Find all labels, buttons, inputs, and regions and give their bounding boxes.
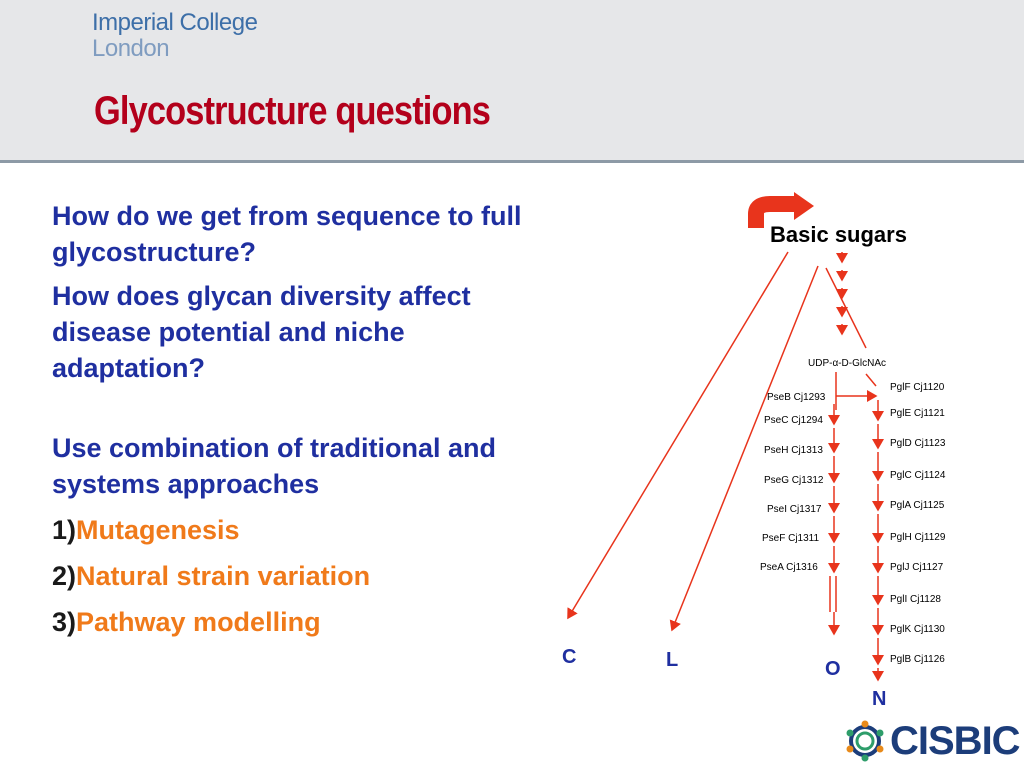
question-2: How does glycan diversity affect disease… <box>52 281 471 383</box>
pgl-gene-10: PglB Cj1126 <box>890 654 945 665</box>
cisbic-logo-text: CISBIC <box>890 718 1021 763</box>
pgl-gene-2: PglE Cj1121 <box>890 408 945 419</box>
slide-header: Imperial College London Glycostructure q… <box>0 0 1024 163</box>
curved-arrow-icon <box>748 192 814 228</box>
basic-sugars-label: Basic sugars <box>770 222 907 247</box>
logo-line-1: Imperial College <box>92 9 258 36</box>
logo-line-2: London <box>92 35 170 62</box>
pse-gene-6: PseF Cj1311 <box>762 533 820 544</box>
arrow-udp-pglf <box>865 373 877 387</box>
pgl-gene-1: PglF Cj1120 <box>890 382 945 393</box>
udp-label: UDP-α-D-GlcNAc <box>808 358 886 369</box>
pse-gene-2: PseC Cj1294 <box>764 415 823 426</box>
pse-pathway-arrows <box>828 404 840 636</box>
item-text: Pathway modelling <box>76 607 321 637</box>
item-number: 1) <box>52 515 77 545</box>
slide-title: Glycostructure questions <box>94 89 491 133</box>
pse-gene-5: PseI Cj1317 <box>767 504 822 515</box>
pgl-gene-4: PglC Cj1124 <box>890 470 946 481</box>
pgl-gene-8: PglI Cj1128 <box>890 594 941 605</box>
pse-gene-3: PseH Cj1313 <box>764 445 823 456</box>
pgl-gene-6: PglH Cj1129 <box>890 532 946 543</box>
arrow-to-c <box>567 251 789 620</box>
pse-gene-4: PseG Cj1312 <box>764 475 824 486</box>
imperial-college-logo: Imperial College London <box>92 9 258 62</box>
pse-gene-1: PseB Cj1293 <box>767 392 826 403</box>
item-text: Natural strain variation <box>76 561 371 591</box>
pgl-gene-7: PglJ Cj1127 <box>890 562 944 573</box>
pgl-gene-9: PglK Cj1130 <box>890 624 945 635</box>
output-n: N <box>872 688 886 710</box>
text-column: How do we get from sequence to full glyc… <box>52 198 552 640</box>
pgl-gene-5: PglA Cj1125 <box>890 500 945 511</box>
arrow-to-udp <box>825 267 867 349</box>
cisbic-logo: CISBIC <box>844 718 1021 764</box>
output-c: C <box>562 646 576 668</box>
output-o: O <box>825 658 841 680</box>
approach-item-2: 2)Natural strain variation <box>52 558 552 594</box>
output-l: L <box>666 649 678 671</box>
approach-text: Use combination of traditional and syste… <box>52 433 497 499</box>
arrow-to-l <box>669 265 819 632</box>
pgl-gene-3: PglD Cj1123 <box>890 438 946 449</box>
cisbic-emblem-icon <box>846 720 884 762</box>
item-number: 3) <box>52 607 77 637</box>
question-1: How do we get from sequence to full glyc… <box>52 201 522 267</box>
pse-gene-7: PseA Cj1316 <box>760 562 818 573</box>
item-number: 2) <box>52 561 77 591</box>
item-text: Mutagenesis <box>76 515 240 545</box>
approach-item-1: 1)Mutagenesis <box>52 512 552 548</box>
approach-item-3: 3)Pathway modelling <box>52 604 552 640</box>
